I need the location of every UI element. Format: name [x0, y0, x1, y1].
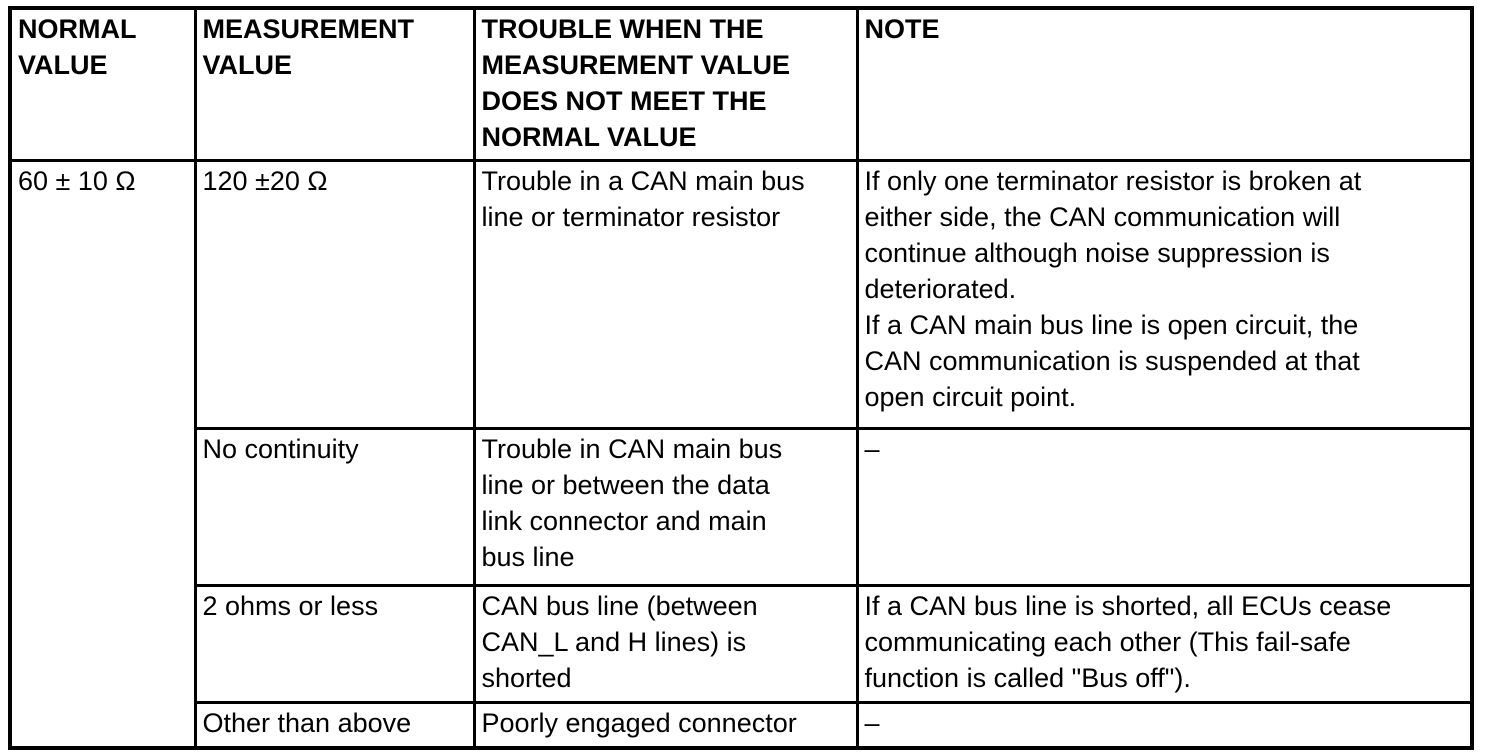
cell-trouble: Trouble in a CAN main bus line or termin… — [472, 158, 859, 430]
table-row: 60 ± 10 Ω 120 ±20 Ω Trouble in a CAN mai… — [8, 158, 1474, 750]
cell-measurement-value: No continuity — [193, 426, 476, 587]
diagnostic-table: NORMAL VALUE MEASUREMENT VALUE TROUBLE W… — [8, 6, 1474, 750]
table-header-row: NORMAL VALUE MEASUREMENT VALUE TROUBLE W… — [8, 6, 1474, 162]
table-row: No continuity Trouble in CAN main bus li… — [10, 426, 1474, 587]
cell-note: – — [855, 700, 1474, 750]
cell-note: If a CAN bus line is shorted, all ECUs c… — [855, 583, 1474, 704]
cell-trouble: CAN bus line (between CAN_L and H lines)… — [472, 583, 859, 704]
header-trouble: TROUBLE WHEN THE MEASUREMENT VALUE DOES … — [472, 6, 859, 162]
header-measurement-value: MEASUREMENT VALUE — [193, 6, 476, 162]
cell-note: – — [855, 426, 1474, 587]
cell-normal-value: 60 ± 10 Ω — [8, 158, 197, 750]
cell-trouble: Trouble in CAN main bus line or between … — [472, 426, 859, 587]
header-note: NOTE — [855, 6, 1474, 162]
cell-measurement-value: 2 ohms or less — [193, 583, 476, 704]
cell-measurement-value: 120 ±20 Ω — [193, 158, 476, 430]
header-normal-value: NORMAL VALUE — [8, 6, 197, 162]
cell-measurement-value: Other than above — [193, 700, 476, 750]
cell-note: If only one terminator resistor is broke… — [855, 158, 1474, 430]
cell-trouble: Poorly engaged connector — [472, 700, 859, 750]
table-row: Other than above Poorly engaged connecto… — [10, 700, 1474, 750]
table-row: 2 ohms or less CAN bus line (between CAN… — [10, 583, 1474, 704]
